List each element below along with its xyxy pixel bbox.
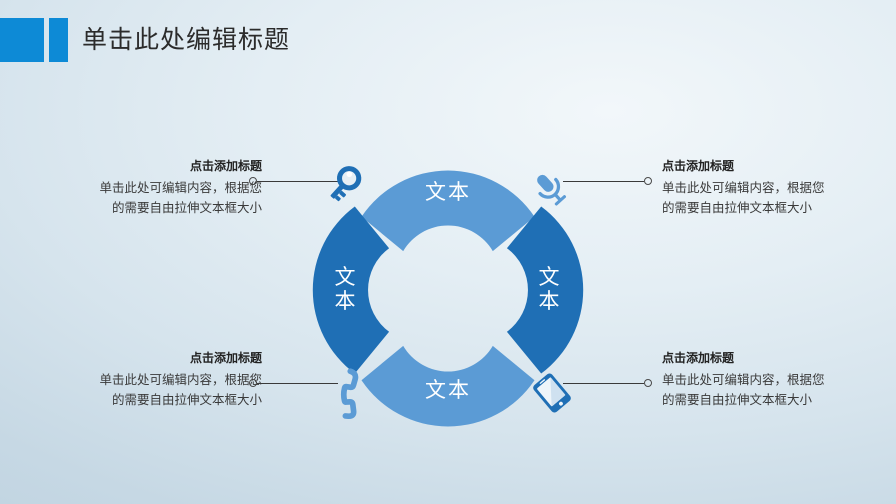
callout-top-left[interactable]: 点击添加标题 单击此处可编辑内容，根据您 的需要自由拉伸文本框大小 [62,157,262,218]
connector-dot-icon [249,379,257,387]
connector-bottom-left [249,377,338,389]
connector-bottom-right [563,377,652,389]
callout-title: 点击添加标题 [189,351,262,365]
connector-line [563,180,644,182]
connector-line [563,382,644,384]
callout-body-line-1: 单击此处可编辑内容，根据您 [99,373,262,387]
callout-title: 点击添加标题 [662,159,735,173]
connector-top-left [249,175,338,187]
callout-bottom-left[interactable]: 点击添加标题 单击此处可编辑内容，根据您 的需要自由拉伸文本框大小 [62,349,262,410]
callout-body-line-1: 单击此处可编辑内容，根据您 [662,373,825,387]
donut-diagram: 文本 文本 文本 文本 [312,160,584,427]
title-accent-mark [0,18,68,62]
callout-title: 点击添加标题 [662,351,735,365]
callout-body-line-1: 单击此处可编辑内容，根据您 [662,181,825,195]
connector-dot-icon [644,177,652,185]
mobile-phone-icon [530,371,574,415]
callout-body-line-2: 的需要自由拉伸文本框大小 [111,393,262,407]
callout-title: 点击添加标题 [189,159,262,173]
accent-block-large [0,18,44,62]
callout-body-line-2: 的需要自由拉伸文本框大小 [662,201,813,215]
donut-segment-top[interactable] [361,170,535,252]
donut-segment-right[interactable] [506,206,584,374]
accent-block-small [49,18,68,62]
page-title: 单击此处编辑标题 [82,26,291,54]
connector-line [257,382,338,384]
connector-line [257,180,338,182]
connector-top-right [563,175,652,187]
callout-body-line-2: 的需要自由拉伸文本框大小 [111,201,262,215]
donut-segment-left[interactable] [312,206,390,374]
microphone-icon [529,168,573,212]
donut-segment-bottom[interactable] [361,345,535,427]
callout-body-line-1: 单击此处可编辑内容，根据您 [99,181,262,195]
callout-bottom-right[interactable]: 点击添加标题 单击此处可编辑内容，根据您 的需要自由拉伸文本框大小 [662,349,862,410]
key-icon [327,166,371,210]
phone-handset-icon [327,368,371,420]
callout-body-line-2: 的需要自由拉伸文本框大小 [662,393,813,407]
connector-dot-icon [644,379,652,387]
callout-top-right[interactable]: 点击添加标题 单击此处可编辑内容，根据您 的需要自由拉伸文本框大小 [662,157,862,218]
connector-dot-icon [249,177,257,185]
